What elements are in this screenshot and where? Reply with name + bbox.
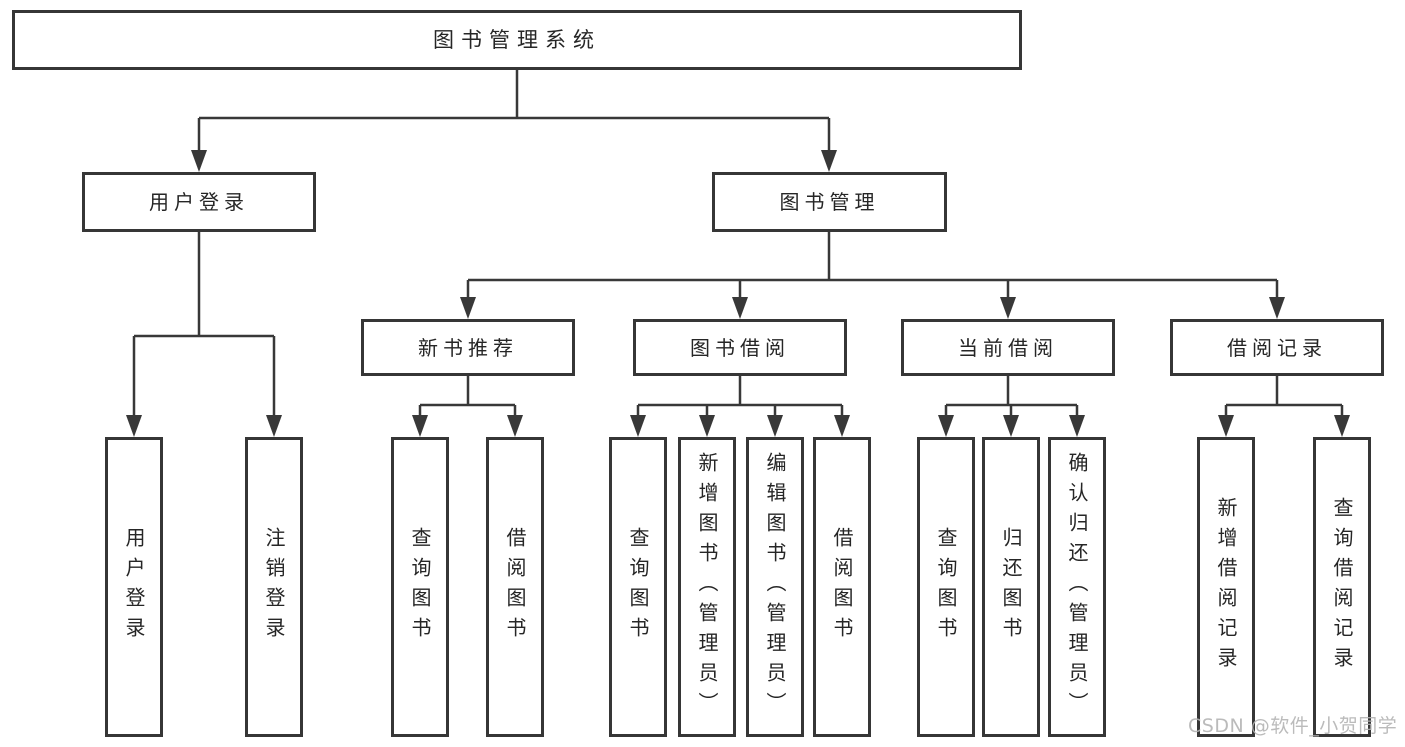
arrowhead-icon bbox=[1218, 415, 1234, 437]
arrowhead-icon bbox=[507, 415, 523, 437]
arrowhead-icon bbox=[732, 297, 748, 319]
arrowhead-icon bbox=[460, 297, 476, 319]
arrowhead-icon bbox=[821, 150, 837, 172]
connector-book-mgmt-to-modules bbox=[460, 232, 1285, 319]
leaf-user-login: 用户登录 bbox=[105, 437, 163, 737]
arrowhead-icon bbox=[191, 150, 207, 172]
leaf-add-books-admin: 新增图书（管理员） bbox=[678, 437, 736, 737]
arrowhead-icon bbox=[834, 415, 850, 437]
node-borrow-records: 借阅记录 bbox=[1170, 319, 1384, 376]
arrowhead-icon bbox=[1334, 415, 1350, 437]
node-new-book-recommend: 新书推荐 bbox=[361, 319, 575, 376]
watermark: CSDN @软件_小贺同学 bbox=[1188, 715, 1398, 737]
arrowhead-icon bbox=[699, 415, 715, 437]
leaf-add-borrow-record: 新增借阅记录 bbox=[1197, 437, 1255, 737]
leaf-query-books-1: 查询图书 bbox=[391, 437, 449, 737]
leaf-borrow-books-2: 借阅图书 bbox=[813, 437, 871, 737]
connector-new-books-to-leaves bbox=[412, 376, 523, 437]
leaf-confirm-return-admin: 确认归还（管理员） bbox=[1048, 437, 1106, 737]
arrowhead-icon bbox=[938, 415, 954, 437]
leaf-edit-books-admin: 编辑图书（管理员） bbox=[746, 437, 804, 737]
leaf-borrow-books-1: 借阅图书 bbox=[486, 437, 544, 737]
arrowhead-icon bbox=[1000, 297, 1016, 319]
node-book-borrow: 图书借阅 bbox=[633, 319, 847, 376]
arrowhead-icon bbox=[266, 415, 282, 437]
leaf-return-books: 归还图书 bbox=[982, 437, 1040, 737]
leaf-query-borrow-record: 查询借阅记录 bbox=[1313, 437, 1371, 737]
arrowhead-icon bbox=[1069, 415, 1085, 437]
connector-current-borrow-to-leaves bbox=[938, 376, 1085, 437]
connector-book-borrow-to-leaves bbox=[630, 376, 850, 437]
connector-borrow-records-to-leaves bbox=[1218, 376, 1350, 437]
node-current-borrow: 当前借阅 bbox=[901, 319, 1115, 376]
node-book-management: 图书管理 bbox=[712, 172, 947, 232]
arrowhead-icon bbox=[1003, 415, 1019, 437]
connector-user-login-to-leaves bbox=[126, 232, 282, 437]
node-user-login: 用户登录 bbox=[82, 172, 316, 232]
leaf-logout: 注销登录 bbox=[245, 437, 303, 737]
arrowhead-icon bbox=[126, 415, 142, 437]
arrowhead-icon bbox=[412, 415, 428, 437]
node-library-system: 图书管理系统 bbox=[12, 10, 1022, 70]
leaf-query-books-2: 查询图书 bbox=[609, 437, 667, 737]
arrowhead-icon bbox=[1269, 297, 1285, 319]
leaf-query-books-3: 查询图书 bbox=[917, 437, 975, 737]
arrowhead-icon bbox=[767, 415, 783, 437]
connector-root-to-branches bbox=[191, 70, 837, 172]
arrowhead-icon bbox=[630, 415, 646, 437]
